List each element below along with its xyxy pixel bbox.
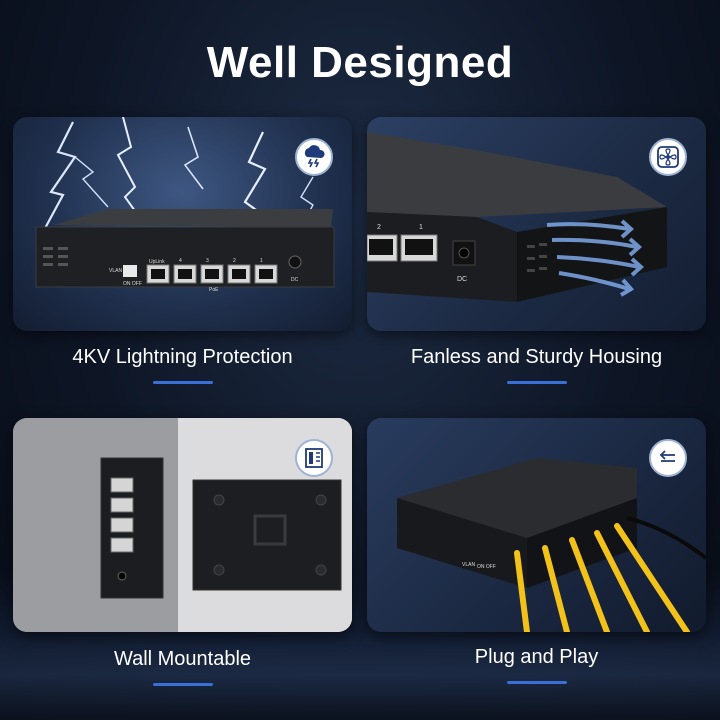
port-number-2-closeup: 2 [377, 224, 381, 231]
caption-underline [153, 381, 213, 384]
feature-caption-wall-mount: Wall Mountable [113, 648, 252, 670]
port-number-4: 4 [179, 258, 182, 264]
feature-card-wall-mount [13, 418, 352, 632]
port-number-1-closeup: 1 [419, 224, 423, 231]
feature-card-lightning: VLAN ON OFF UpLink 4 3 2 1 PoE DC [13, 117, 352, 331]
wall-mount-illustration [13, 418, 352, 632]
feature-caption-lightning: 4KV Lightning Protection [72, 346, 293, 368]
port-number-1: 1 [260, 258, 263, 264]
fanless-switch-illustration: 2 1 DC [367, 132, 667, 302]
on-off-label-plug: ON OFF [477, 564, 496, 570]
caption-underline [153, 683, 213, 686]
plug-and-play-illustration: VLAN ON OFF [397, 458, 706, 632]
page-title: Well Designed [206, 38, 514, 87]
feature-card-plug-and-play: VLAN ON OFF [367, 418, 706, 632]
plug-arrows-icon [649, 439, 687, 477]
caption-underline [507, 381, 567, 384]
vlan-label: VLAN [109, 268, 122, 274]
fan-icon [649, 138, 687, 176]
dc-label: DC [291, 277, 299, 283]
lightning-switch-illustration: VLAN ON OFF UpLink 4 3 2 1 PoE DC [35, 117, 335, 293]
dc-label-closeup: DC [457, 276, 467, 283]
on-off-label: ON OFF [123, 281, 142, 287]
uplink-label: UpLink [149, 259, 165, 265]
vlan-label-plug: VLAN [462, 562, 475, 568]
caption-underline [507, 681, 567, 684]
feature-card-fanless: 2 1 DC [367, 117, 706, 331]
port-number-2: 2 [233, 258, 236, 264]
port-number-3: 3 [206, 258, 209, 264]
lightning-cloud-icon [295, 138, 333, 176]
wall-mount-icon [295, 439, 333, 477]
feature-caption-fanless: Fanless and Sturdy Housing [410, 346, 663, 368]
poe-label: PoE [209, 287, 219, 293]
feature-caption-plug-and-play: Plug and Play [474, 646, 599, 668]
